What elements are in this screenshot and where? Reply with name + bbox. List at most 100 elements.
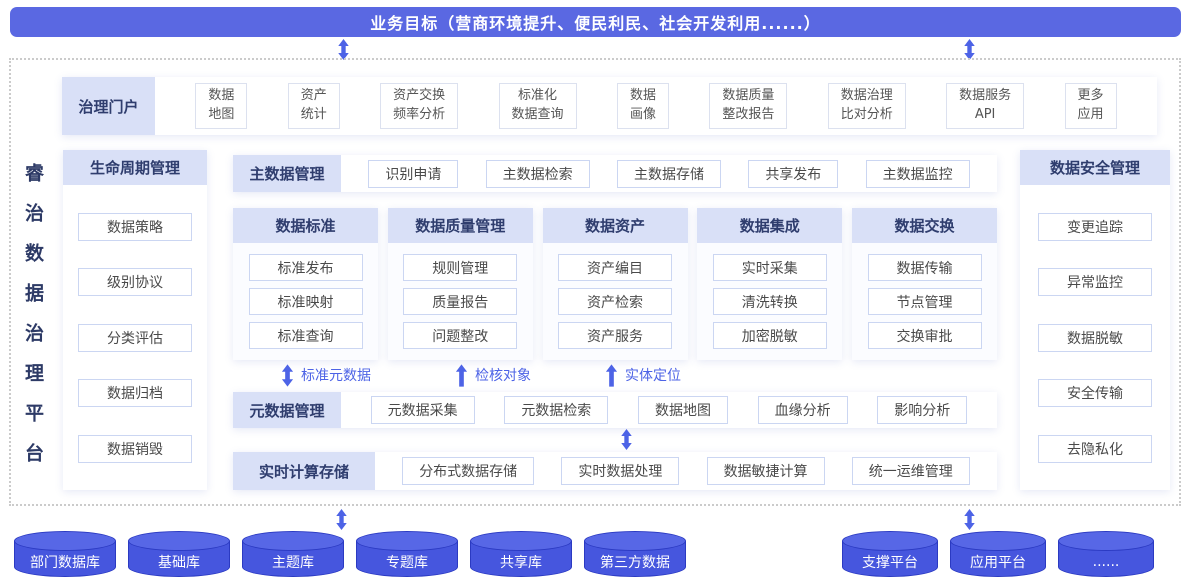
- pillar-data-integration: 数据集成 实时采集清洗转换加密脱敏: [697, 208, 843, 360]
- portal-label: 治理门户: [62, 77, 155, 135]
- double-arrow-icon: [336, 39, 351, 60]
- realtime-item: 数据敏捷计算: [706, 457, 825, 485]
- master-data-items: 识别申请主数据检索主数据存储共享发布主数据监控: [341, 155, 997, 192]
- pillar-item: 数据传输: [867, 254, 982, 281]
- realtime-row: 实时计算存储 分布式数据存储实时数据处理数据敏捷计算统一运维管理: [233, 452, 997, 490]
- pillar-data-quality: 数据质量管理 规则管理质量报告问题整改: [387, 208, 533, 360]
- portal-item: 标准化 数据查询: [498, 83, 577, 129]
- security-item: 异常监控: [1038, 268, 1152, 296]
- master-data-label: 主数据管理: [233, 155, 341, 192]
- realtime-item: 统一运维管理: [851, 457, 970, 485]
- metadata-row: 元数据管理 元数据采集 元数据检索数据地图 血缘分析 影响分析: [233, 392, 997, 428]
- pillars-row: 数据标准 标准发布标准映射标准查询 数据质量管理 规则管理质量报告问题整改 数据…: [233, 208, 997, 360]
- database-row: 部门数据库 基础库 主题库 专题库 共享库 第三方数据: [14, 531, 686, 577]
- master-data-item: 主数据监控: [865, 159, 970, 188]
- database-cylinder: 主题库: [242, 531, 344, 577]
- cylinder-top: [14, 531, 116, 551]
- realtime-item: 实时数据处理: [561, 457, 680, 485]
- cylinder-top: [470, 531, 572, 551]
- metadata-item: 元数据检索: [504, 396, 609, 424]
- pillar-item: 质量报告: [403, 288, 518, 315]
- portal-items: 数据 地图资产 统计资产交换 频率分析标准化 数据查询数据 画像数据质量 整改报…: [155, 77, 1157, 135]
- lifecycle-item: 分类评估: [78, 323, 192, 352]
- platform-boundary: [9, 58, 1181, 506]
- pillar-item: 加密脱敏: [712, 322, 827, 349]
- platform-label: 应用平台: [970, 555, 1026, 571]
- lifecycle-item: 数据策略: [78, 212, 192, 241]
- security-panel: 数据安全管理 变更追踪异常监控数据脱敏安全传输去隐私化: [1020, 150, 1170, 490]
- pillar-data-asset: 数据资产 资产编目资产检索资产服务: [542, 208, 688, 360]
- pillar-header: 数据标准: [233, 208, 378, 243]
- realtime-item: 分布式数据存储: [402, 457, 535, 485]
- database-label: 第三方数据: [600, 555, 670, 571]
- flow-label: 实体定位: [625, 368, 681, 384]
- database-label: 专题库: [386, 555, 428, 571]
- lifecycle-item: 数据销毁: [78, 434, 192, 463]
- security-item: 去隐私化: [1038, 434, 1152, 463]
- metadata-item: 影响分析: [877, 396, 968, 424]
- security-items: 变更追踪异常监控数据脱敏安全传输去隐私化: [1020, 185, 1170, 490]
- double-arrow-icon: [962, 509, 977, 530]
- database-cylinder: 部门数据库: [14, 531, 116, 577]
- up-arrow-icon: [455, 363, 468, 387]
- cylinder-top: [584, 531, 686, 551]
- database-label: 基础库: [158, 555, 200, 571]
- cylinder-top: [128, 531, 230, 551]
- metadata-label: 元数据管理: [233, 392, 341, 428]
- database-label: 部门数据库: [30, 555, 100, 571]
- pillar-header: 数据资产: [542, 208, 688, 243]
- database-cylinder: 第三方数据: [584, 531, 686, 577]
- database-cylinder: 基础库: [128, 531, 230, 577]
- flow-check-object: 检核对象: [455, 362, 531, 388]
- database-label: 主题库: [272, 555, 314, 571]
- pillar-item: 资产检索: [558, 288, 672, 315]
- realtime-label: 实时计算存储: [233, 452, 375, 490]
- pillar-data-exchange: 数据交换 数据传输节点管理交换审批: [852, 208, 997, 360]
- platform-cylinder: ......: [1058, 531, 1154, 577]
- metadata-items: 元数据采集 元数据检索数据地图 血缘分析 影响分析: [341, 392, 997, 428]
- cylinder-top: [950, 531, 1046, 551]
- platform-cylinder: 支撑平台: [842, 531, 938, 577]
- pillar-item: 规则管理: [403, 254, 518, 281]
- portal-row: 治理门户 数据 地图资产 统计资产交换 频率分析标准化 数据查询数据 画像数据质…: [62, 77, 1157, 135]
- master-data-item: 主数据检索: [485, 159, 590, 188]
- pillar-header: 数据质量管理: [387, 208, 533, 243]
- portal-item: 数据 地图: [195, 83, 248, 129]
- pillar-item: 标准发布: [248, 254, 363, 281]
- pillar-item: 问题整改: [403, 322, 518, 349]
- pillar-item: 交换审批: [867, 322, 982, 349]
- up-arrow-icon: [605, 363, 618, 387]
- platform-cylinder: 应用平台: [950, 531, 1046, 577]
- pillar-item: 标准映射: [248, 288, 363, 315]
- metadata-item: 数据地图: [637, 396, 728, 424]
- flow-label: 检核对象: [475, 368, 531, 384]
- portal-item: 数据质量 整改报告: [709, 83, 788, 129]
- pillar-item: 标准查询: [248, 322, 363, 349]
- double-arrow-icon: [281, 363, 294, 387]
- master-data-item: 主数据存储: [616, 159, 721, 188]
- realtime-items: 分布式数据存储实时数据处理数据敏捷计算统一运维管理: [375, 452, 997, 490]
- security-item: 变更追踪: [1038, 212, 1152, 241]
- portal-item: 资产 统计: [287, 83, 340, 129]
- flow-standard-metadata: 标准元数据: [281, 362, 371, 388]
- lifecycle-header: 生命周期管理: [63, 150, 207, 185]
- lifecycle-panel: 生命周期管理 数据策略级别协议分类评估数据归档数据销毁: [63, 150, 207, 490]
- metadata-item: 血缘分析: [757, 396, 848, 424]
- cylinder-top: [842, 531, 938, 551]
- business-goal-banner: 业务目标（营商环境提升、便民利民、社会开发利用......）: [10, 7, 1181, 37]
- pillar-data-standard: 数据标准 标准发布标准映射标准查询: [233, 208, 378, 360]
- security-item: 数据脱敏: [1038, 323, 1152, 352]
- lifecycle-item: 级别协议: [78, 268, 192, 296]
- lifecycle-items: 数据策略级别协议分类评估数据归档数据销毁: [63, 185, 207, 490]
- pillar-item: 清洗转换: [712, 288, 827, 315]
- pillar-item: 资产服务: [558, 322, 672, 349]
- metadata-item: 元数据采集: [370, 396, 475, 424]
- portal-item: 数据治理 比对分析: [827, 83, 906, 129]
- pillar-header: 数据交换: [852, 208, 997, 243]
- double-arrow-icon: [962, 39, 977, 60]
- portal-item: 数据 画像: [616, 83, 669, 129]
- database-cylinder: 专题库: [356, 531, 458, 577]
- double-arrow-icon: [334, 509, 349, 530]
- flow-annotations: 标准元数据 检核对象 实体定位: [233, 362, 997, 390]
